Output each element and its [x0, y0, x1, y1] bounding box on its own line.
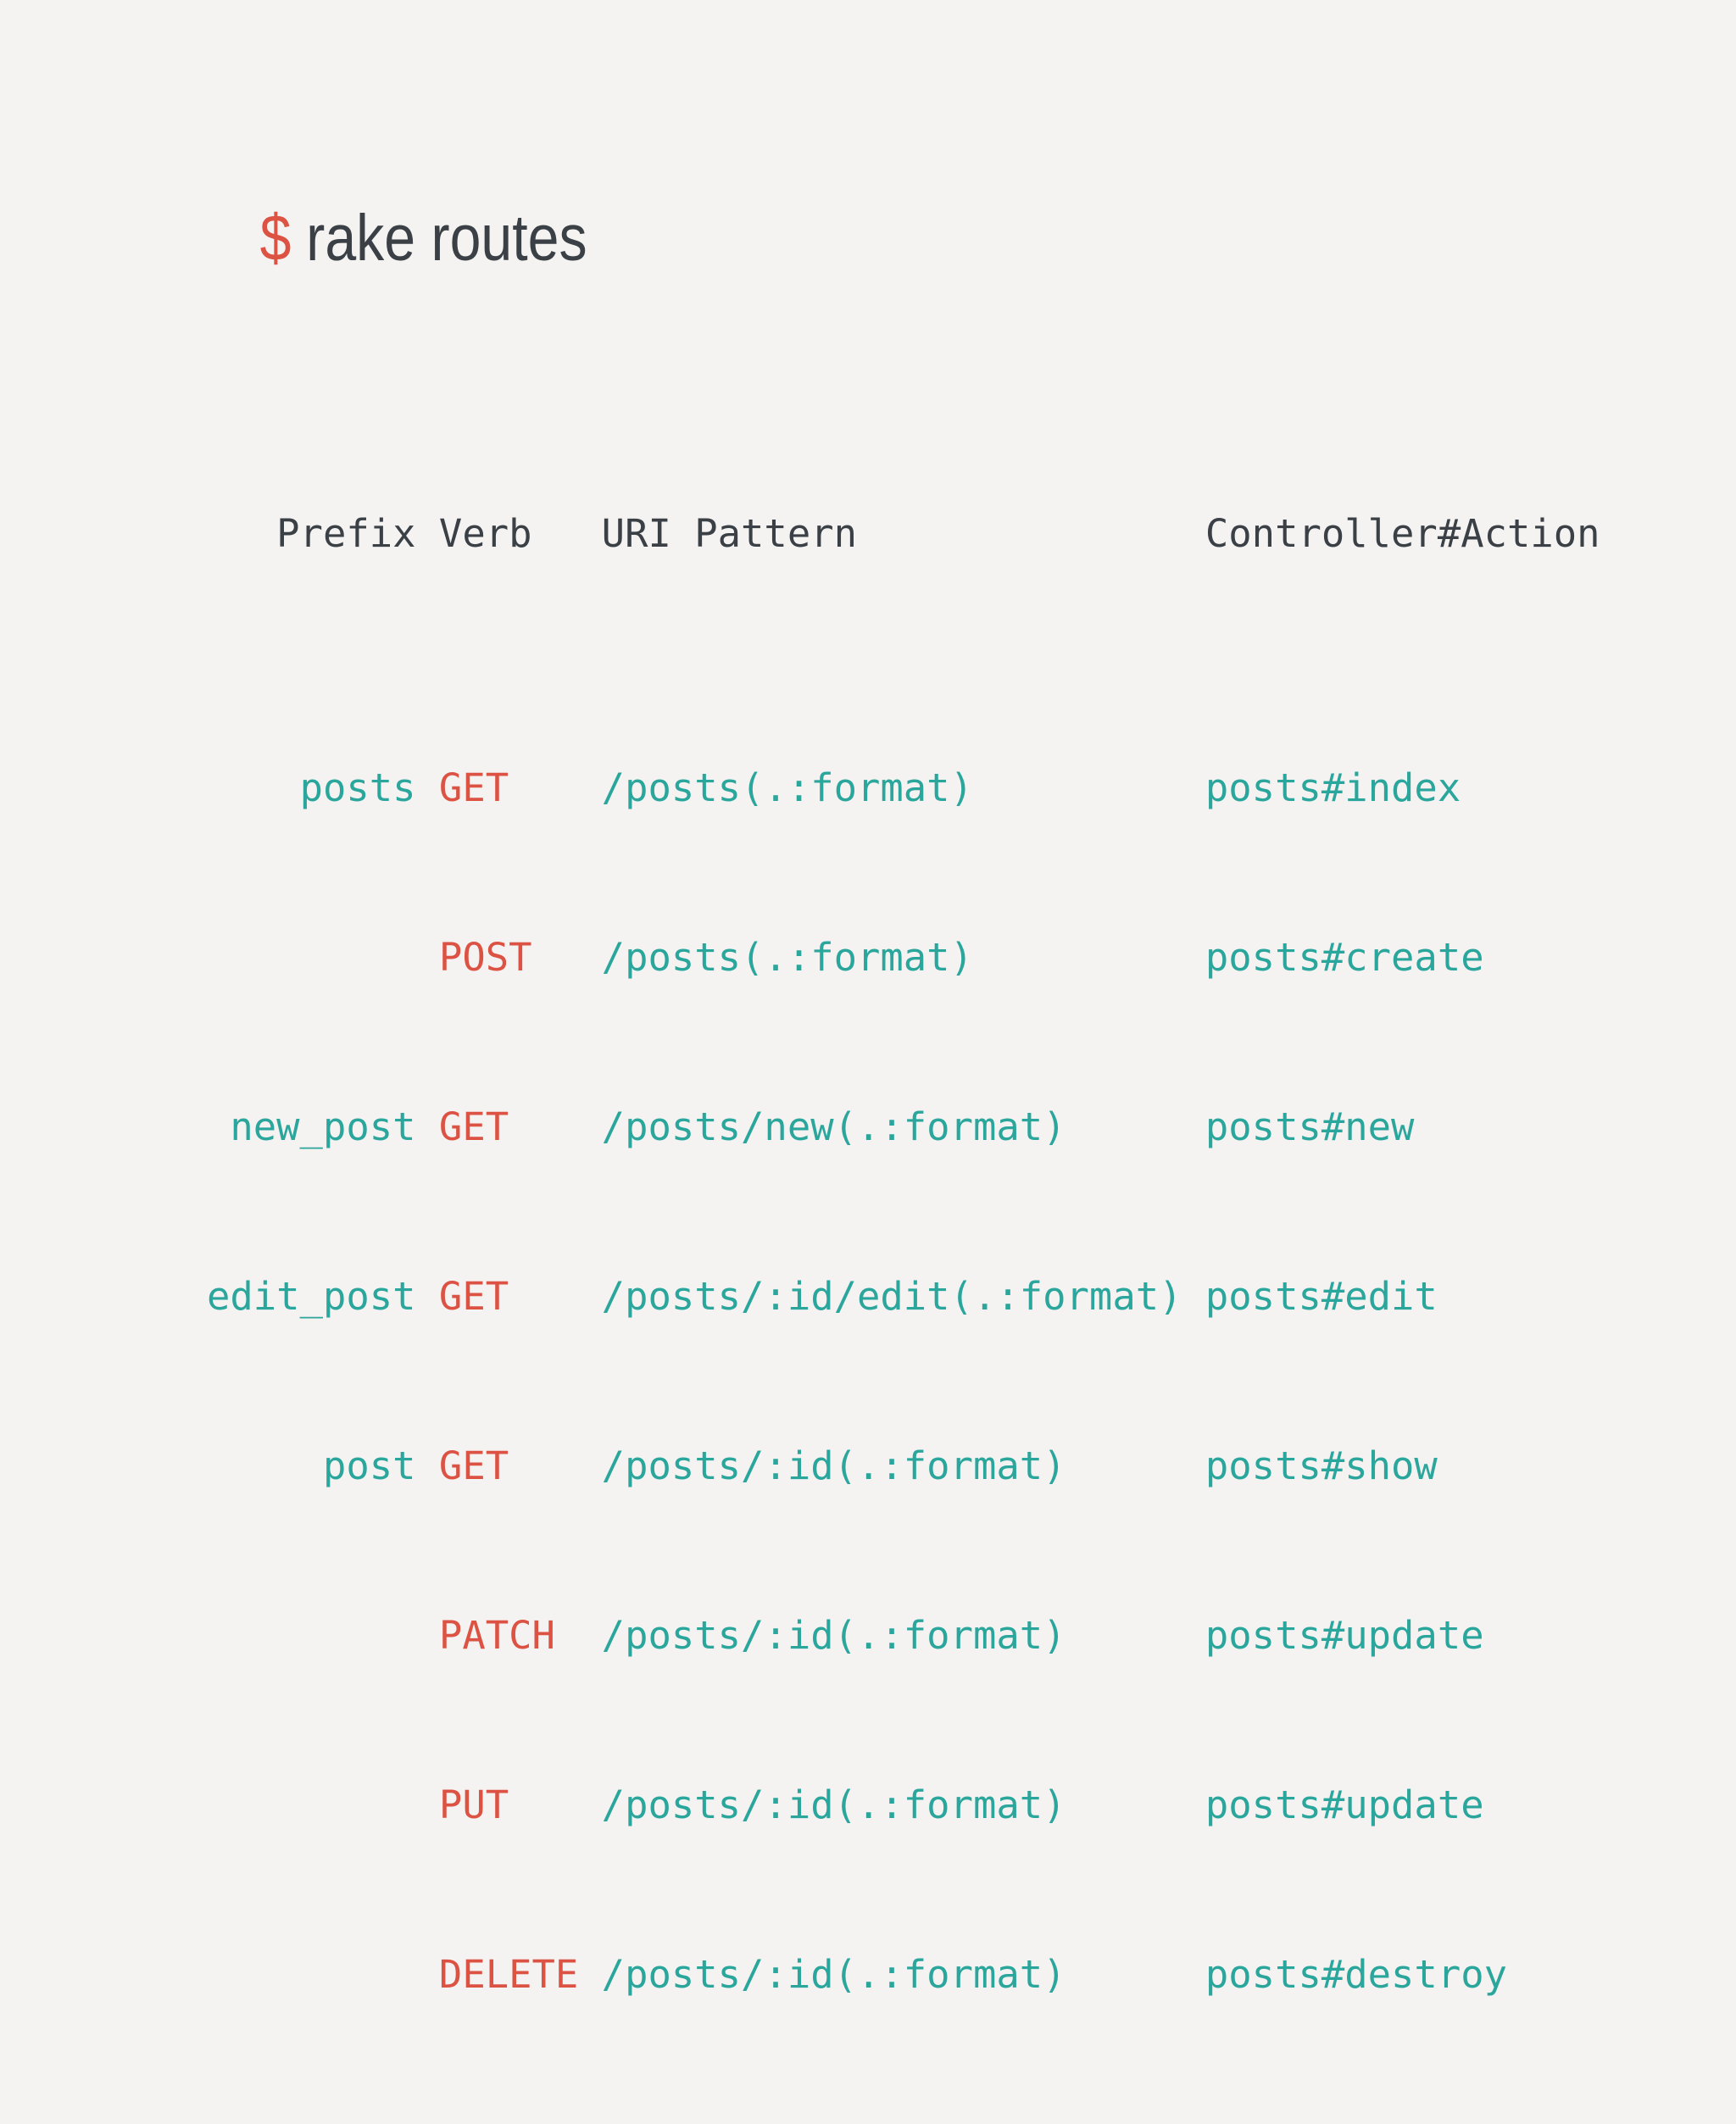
route-controller-action: posts#create [1205, 935, 1484, 980]
route-row: post GET /posts/:id(.:format) posts#show [207, 1445, 1600, 1487]
header-controller-action: Controller#Action [1205, 511, 1600, 556]
route-uri-pattern: /posts/:id(.:format) [601, 1613, 1066, 1658]
route-controller-action: posts#update [1205, 1782, 1484, 1827]
header-prefix: Prefix [276, 511, 416, 556]
route-uri-pattern: /posts/:id(.:format) [601, 1443, 1066, 1488]
route-verb: GET [438, 1443, 509, 1488]
route-prefix [207, 1615, 416, 1657]
route-prefix: edit_post [207, 1274, 416, 1319]
route-controller-action: posts#show [1205, 1443, 1438, 1488]
route-verb: PATCH [438, 1613, 555, 1658]
route-uri-pattern: /posts/:id(.:format) [601, 1782, 1066, 1827]
route-uri-pattern: /posts/:id(.:format) [601, 1952, 1066, 1997]
route-uri-pattern: /posts(.:format) [601, 765, 973, 810]
route-row: PUT /posts/:id(.:format) posts#update [207, 1784, 1600, 1827]
routes-header-row: Prefix Verb URI Pattern Controller#Actio… [207, 513, 1600, 555]
shell-prompt-dollar-symbol: $ [259, 202, 292, 275]
route-verb: POST [438, 935, 532, 980]
routes-table: Prefix Verb URI Pattern Controller#Actio… [207, 428, 1600, 2123]
route-prefix [207, 1954, 416, 1996]
route-verb: DELETE [438, 1952, 579, 1997]
route-verb: PUT [438, 1782, 509, 1827]
route-controller-action: posts#update [1205, 1613, 1484, 1658]
route-row: posts GET /posts(.:format) posts#index [207, 767, 1600, 809]
route-controller-action: posts#new [1205, 1104, 1415, 1149]
route-row: edit_post GET /posts/:id/edit(.:format) … [207, 1276, 1600, 1318]
route-verb: GET [438, 765, 509, 810]
route-uri-pattern: /posts/:id/edit(.:format) [601, 1274, 1182, 1319]
route-prefix: new_post [230, 1104, 416, 1149]
route-uri-pattern: /posts/new(.:format) [601, 1104, 1066, 1149]
route-prefix [207, 937, 416, 979]
header-uri-pattern: URI Pattern [601, 511, 857, 556]
route-row: PATCH /posts/:id(.:format) posts#update [207, 1615, 1600, 1657]
route-controller-action: posts#edit [1205, 1274, 1438, 1319]
route-prefix [207, 1784, 416, 1827]
route-row: new_post GET /posts/new(.:format) posts#… [207, 1106, 1600, 1148]
route-row: POST /posts(.:format) posts#create [207, 937, 1600, 979]
terminal-command-title: $rake routes [198, 141, 587, 336]
route-prefix: posts [299, 765, 416, 810]
route-uri-pattern: /posts(.:format) [601, 935, 973, 980]
route-controller-action: posts#destroy [1205, 1952, 1508, 1997]
route-verb: GET [438, 1104, 509, 1149]
route-row: DELETE /posts/:id(.:format) posts#destro… [207, 1954, 1600, 1996]
command-text: rake routes [306, 202, 587, 275]
route-verb: GET [438, 1274, 509, 1319]
header-verb: Verb [438, 511, 532, 556]
route-prefix: post [322, 1443, 416, 1488]
routes-rows: posts GET /posts(.:format) posts#index P… [207, 682, 1600, 2038]
route-controller-action: posts#index [1205, 765, 1461, 810]
